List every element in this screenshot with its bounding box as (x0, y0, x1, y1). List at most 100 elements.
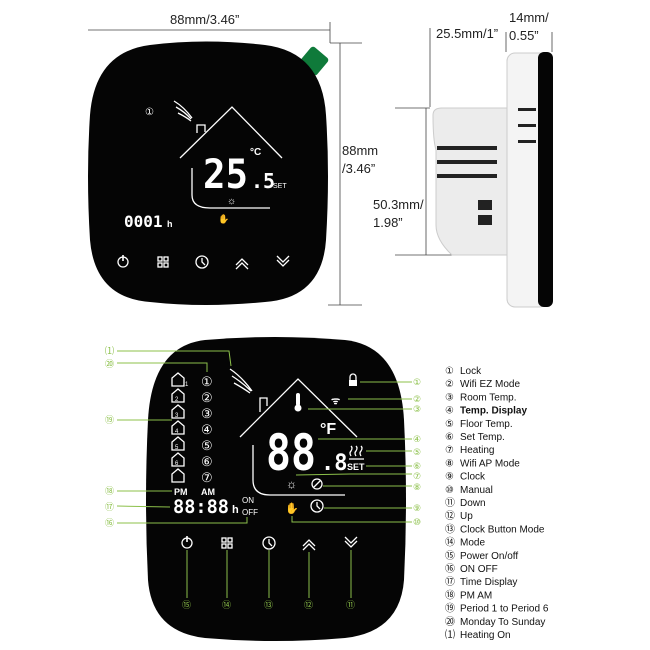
clock-button[interactable] (262, 536, 276, 550)
legend-number: ⑯ (445, 563, 455, 575)
clock-icon (310, 499, 324, 513)
am-label: AM (201, 487, 215, 497)
diagram-lcd: ᯤ 88 .8 °F SET ☼ ✋ 1 2 3 4 5 6 ① ② ③ ④ ⑤… (171, 368, 365, 518)
day-indicator: ② (201, 390, 213, 405)
front-buttons (117, 255, 290, 270)
callout-6: ⑥ (413, 462, 421, 472)
legend-label: Power On/off (460, 551, 518, 562)
temperature-decimal: .5 (251, 169, 275, 193)
legend-item: ⑥ Set Temp. (445, 432, 505, 443)
legend-number: ⑩ (445, 485, 454, 496)
legend-label: PM AM (460, 590, 492, 601)
temperature-unit: °F (320, 421, 336, 438)
sleep-period-icon (171, 468, 185, 483)
callout-14: ⑭ (222, 600, 231, 611)
wifi-icon: ᯤ (331, 396, 340, 407)
legend-label: Temp. Display (460, 406, 527, 417)
svg-text:5: 5 (175, 445, 179, 451)
legend-label: Up (460, 511, 473, 522)
callout-16: ⑯ (105, 518, 114, 529)
depth-label-2: 0.55” (509, 28, 539, 43)
heating-on-icon (229, 368, 253, 394)
up-button[interactable] (302, 539, 316, 551)
svg-text:6: 6 (175, 461, 179, 467)
heating-sun-icon: ☼ (286, 477, 297, 491)
off-label: OFF (242, 508, 258, 517)
up-button[interactable] (235, 258, 249, 270)
legend-label: Wifi AP Mode (460, 458, 520, 469)
manual-hand-icon: ✋ (218, 213, 229, 224)
legend-number: ⑤ (445, 419, 454, 430)
callout-19: ⑲ (105, 415, 114, 426)
back-height-label-1: 50.3mm/ (373, 197, 424, 212)
svg-text:3: 3 (175, 413, 179, 419)
front-dimension-lines (88, 22, 362, 306)
legend-number: ⑪ (445, 497, 455, 509)
legend-number: ⑥ (445, 432, 454, 443)
legend-number: ⑬ (445, 523, 455, 535)
legend-item: ⑴ Heating On (445, 628, 511, 641)
house-roof (239, 378, 358, 438)
callout-lines (116, 350, 412, 598)
callout-15: ⑮ (182, 600, 191, 611)
legend-number: ⑭ (445, 537, 455, 549)
power-button[interactable] (181, 536, 193, 549)
svg-text:1: 1 (185, 382, 189, 388)
back-height-label-2: 1.98” (373, 215, 403, 230)
time-unit: h (167, 219, 173, 229)
clock-button[interactable] (195, 255, 209, 269)
legend-label: Period 1 to Period 6 (460, 604, 549, 615)
power-button[interactable] (117, 255, 129, 268)
legend-number: ⑱ (445, 589, 455, 601)
temperature-decimal: .8 (321, 451, 348, 476)
callout-7: ⑦ (413, 472, 421, 482)
pm-label: PM (174, 487, 188, 497)
period-icon: 5 (171, 436, 185, 451)
callout-12: ⑫ (304, 600, 313, 611)
legend-label: Set Temp. (460, 432, 505, 443)
heating-waves-icon (173, 100, 193, 122)
legend-number: ⑴ (445, 628, 455, 641)
mode-button[interactable] (221, 537, 233, 549)
legend-item: ⑬ Clock Button Mode (445, 523, 545, 535)
callout-numbers: ① ② ③ ④ ⑤ ⑥ ⑦ ⑧ ⑨ ⑩ ⑪ ⑫ ⑬ ⑭ ⑮ ⑯ ⑰ ⑱ ⑲ ⑳ … (105, 345, 421, 611)
period-icon: 2 (171, 388, 185, 403)
legend-number: ⑮ (445, 550, 455, 562)
day-indicator: ③ (201, 406, 213, 421)
callout-21: ⑴ (105, 345, 114, 357)
wifi-ap-icon (311, 478, 323, 490)
legend-label: Monday To Sunday (460, 617, 545, 628)
callout-1: ① (413, 378, 421, 388)
house-wall (252, 445, 345, 496)
thermostat-front (88, 41, 328, 305)
callout-17: ⑰ (105, 502, 114, 513)
legend-label: Manual (460, 485, 493, 496)
day-indicator: ① (201, 374, 213, 389)
legend-number: ② (445, 379, 454, 390)
legend-label: Clock Button Mode (460, 524, 545, 535)
day-indicators: ① ② ③ ④ ⑤ ⑥ ⑦ (201, 374, 213, 485)
legend-item: ⑱ PM AM (445, 589, 492, 601)
mode-button[interactable] (157, 256, 169, 268)
temperature-integer: 25 (203, 152, 248, 198)
down-button[interactable] (344, 536, 358, 548)
callout-3: ③ (413, 405, 421, 415)
legend-label: Heating On (460, 630, 511, 641)
thermostat-diagram-body (146, 337, 406, 641)
legend-number: ⑰ (445, 576, 455, 588)
down-button[interactable] (276, 255, 290, 267)
legend-number: ⑨ (445, 472, 454, 483)
width-dimension-label: 88mm/3.46” (170, 12, 239, 27)
day-indicator: ④ (201, 422, 213, 437)
callout-2: ② (413, 395, 421, 405)
legend-label: Down (460, 498, 486, 509)
